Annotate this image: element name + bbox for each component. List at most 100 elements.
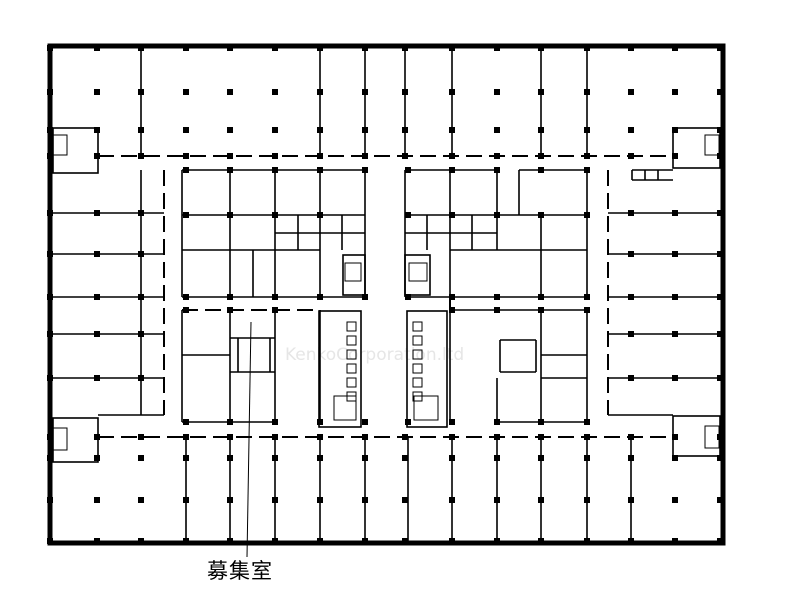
column <box>47 127 53 133</box>
callout-leader-line <box>246 321 252 558</box>
column <box>227 434 233 440</box>
column <box>227 307 233 313</box>
column <box>317 455 323 461</box>
column <box>628 89 634 95</box>
column <box>183 127 189 133</box>
column <box>272 455 278 461</box>
column <box>138 251 144 257</box>
column <box>494 455 500 461</box>
column <box>494 307 500 313</box>
column <box>183 419 189 425</box>
column <box>94 89 100 95</box>
elevator-car <box>412 321 423 332</box>
column <box>717 294 723 300</box>
column <box>538 434 544 440</box>
column <box>47 153 53 159</box>
column <box>449 419 455 425</box>
column <box>538 45 544 51</box>
column <box>717 210 723 216</box>
column <box>494 45 500 51</box>
column <box>138 89 144 95</box>
column <box>494 419 500 425</box>
stair-core-center-right <box>404 254 431 296</box>
column <box>47 375 53 381</box>
column <box>47 251 53 257</box>
structural-columns <box>47 45 723 544</box>
elevator-bank-left <box>318 310 362 428</box>
column <box>362 294 368 300</box>
column <box>449 167 455 173</box>
column <box>494 434 500 440</box>
column <box>672 434 678 440</box>
column <box>227 419 233 425</box>
column <box>449 497 455 503</box>
column <box>94 497 100 503</box>
column <box>183 294 189 300</box>
column <box>94 210 100 216</box>
column <box>94 538 100 544</box>
elevator-car <box>412 391 423 402</box>
elevator-car <box>346 321 357 332</box>
column <box>672 45 678 51</box>
column <box>47 45 53 51</box>
column <box>628 45 634 51</box>
column <box>672 251 678 257</box>
column <box>672 153 678 159</box>
elevator-car <box>346 335 357 346</box>
column <box>449 455 455 461</box>
column <box>317 497 323 503</box>
column <box>272 45 278 51</box>
column <box>628 375 634 381</box>
column <box>47 294 53 300</box>
elevator-car <box>346 349 357 360</box>
column <box>317 212 323 218</box>
column <box>227 45 233 51</box>
column <box>138 331 144 337</box>
column <box>94 331 100 337</box>
column <box>138 210 144 216</box>
column <box>227 167 233 173</box>
column <box>449 127 455 133</box>
column <box>47 497 53 503</box>
column <box>362 167 368 173</box>
column <box>272 212 278 218</box>
column <box>717 455 723 461</box>
column <box>272 89 278 95</box>
column <box>672 331 678 337</box>
column <box>584 497 590 503</box>
elevator-bank-right <box>406 310 448 428</box>
column <box>183 307 189 313</box>
column <box>628 127 634 133</box>
column <box>317 45 323 51</box>
elevator-car <box>412 335 423 346</box>
column <box>584 307 590 313</box>
column <box>227 212 233 218</box>
column <box>494 89 500 95</box>
column <box>538 127 544 133</box>
column <box>94 455 100 461</box>
column <box>94 251 100 257</box>
column <box>138 294 144 300</box>
elevator-car <box>346 377 357 388</box>
column <box>628 251 634 257</box>
column <box>138 538 144 544</box>
column <box>449 294 455 300</box>
column <box>672 538 678 544</box>
column <box>138 455 144 461</box>
column <box>362 127 368 133</box>
column <box>405 167 411 173</box>
elevator-car <box>412 377 423 388</box>
column <box>717 497 723 503</box>
column <box>183 45 189 51</box>
column <box>183 89 189 95</box>
stair-core-center-left <box>342 254 366 296</box>
column <box>47 89 53 95</box>
column <box>402 455 408 461</box>
column <box>628 497 634 503</box>
elevator-car <box>346 363 357 374</box>
elevator-car <box>346 391 357 402</box>
column <box>628 153 634 159</box>
column <box>402 434 408 440</box>
column <box>405 294 411 300</box>
